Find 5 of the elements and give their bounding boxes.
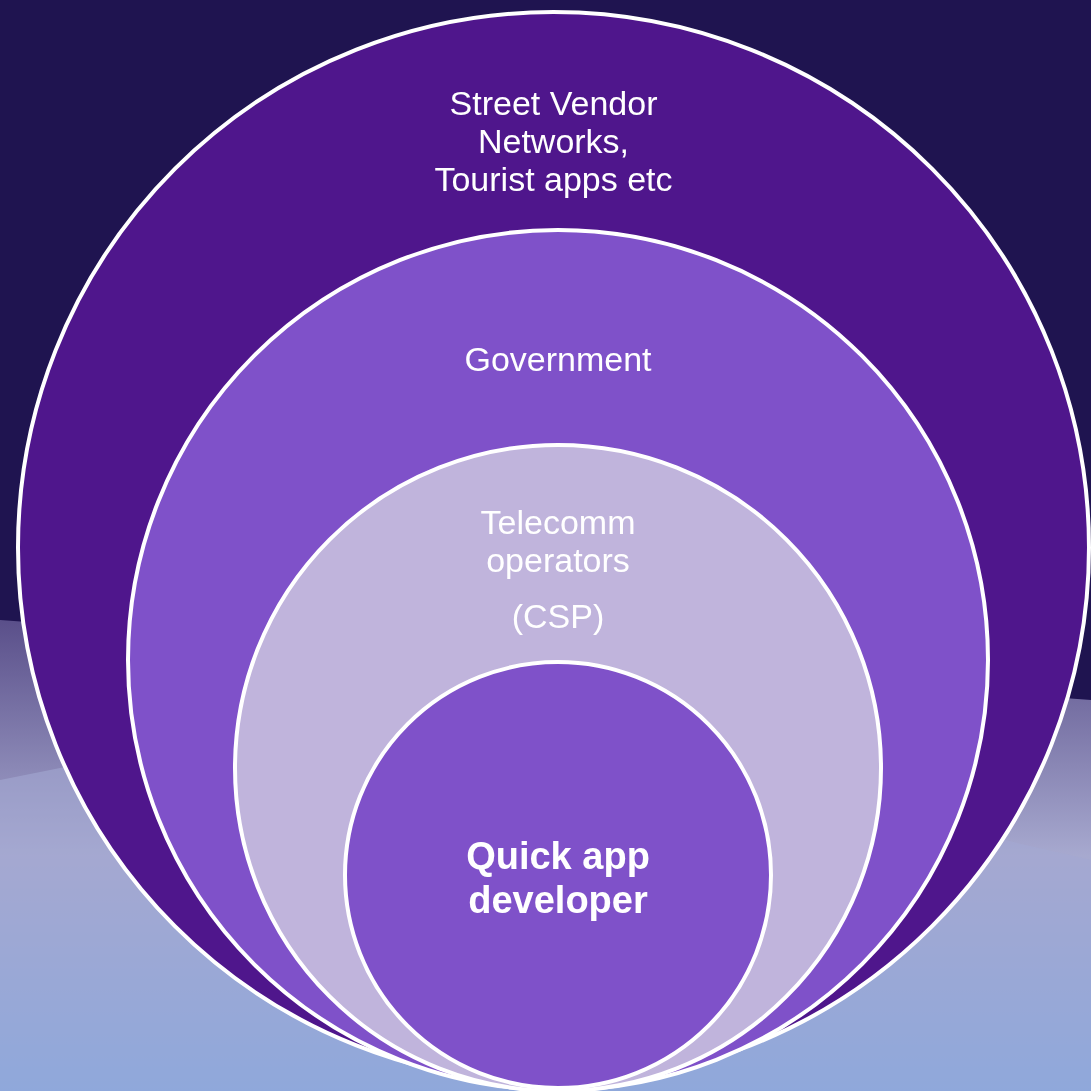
circle-label: Quick app developer [465, 834, 651, 922]
circle-label: Telecomm operators [479, 503, 637, 579]
circle-label: Government [463, 340, 653, 378]
circle-label: Street Vendor Networks, Tourist apps etc [433, 84, 674, 198]
circle-label: (CSP) [510, 597, 606, 635]
